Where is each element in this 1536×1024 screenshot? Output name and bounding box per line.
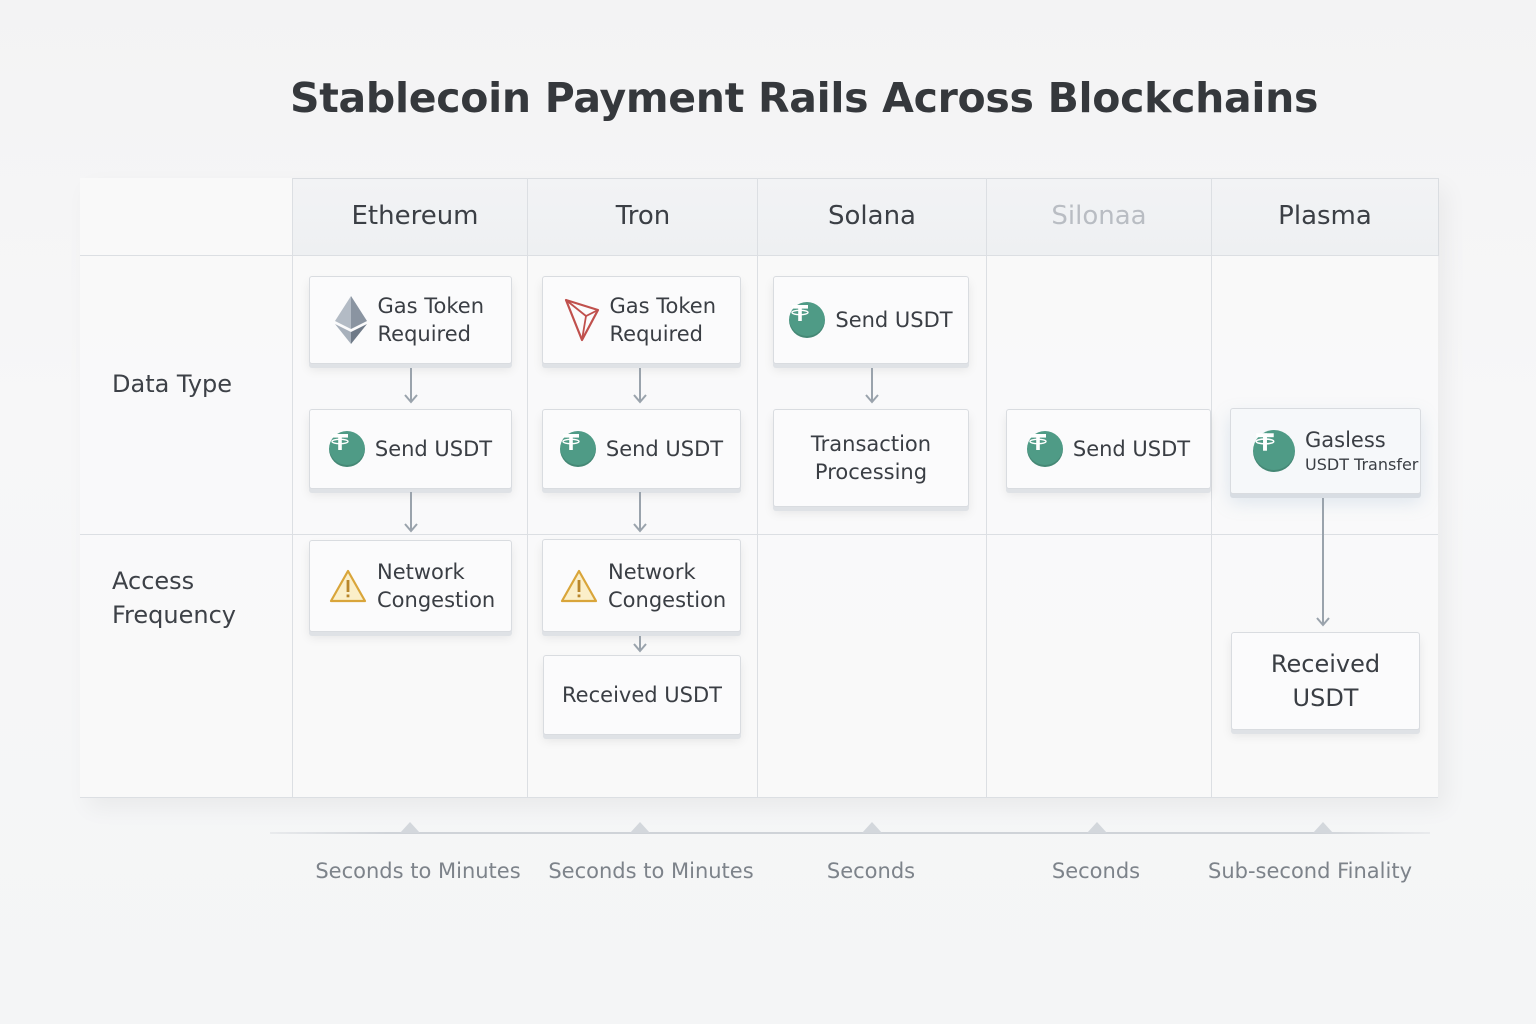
silonaa-send-usdt-card: Send USDT	[1006, 409, 1211, 489]
grid-line	[80, 255, 1438, 256]
grid-line	[292, 178, 293, 798]
solana-send-usdt-card: Send USDT	[773, 276, 969, 364]
ethereum-gas-token-card: Gas Token Required	[309, 276, 512, 364]
column-header-ethereum: Ethereum	[351, 201, 479, 231]
plasma-received-usdt-label: Received USDT	[1270, 650, 1381, 712]
flow-arrow	[633, 492, 647, 534]
warning-triangle-icon	[329, 569, 367, 603]
timeline-axis	[270, 832, 1430, 834]
tron-gas-token-label: Gas Token Required	[609, 294, 717, 346]
ethereum-network-congestion-label: Network Congestion	[377, 560, 496, 612]
tether-icon	[559, 431, 596, 467]
flow-arrow	[404, 368, 418, 404]
timing-label-tron: Seconds to Minutes	[548, 859, 754, 883]
tron-received-usdt-card: Received USDT	[543, 655, 741, 735]
solana-send-usdt-label: Send USDT	[835, 308, 953, 332]
flow-arrow	[633, 636, 647, 654]
timing-label-plasma: Sub-second Finality	[1207, 859, 1412, 883]
ethereum-network-congestion-card: Network Congestion	[309, 540, 512, 632]
plasma-gasless-subtitle: USDT Transfer	[1305, 455, 1419, 474]
grid-line	[80, 797, 1438, 798]
solana-transaction-processing-label: Transaction Processing	[810, 432, 932, 484]
tron-received-usdt-label: Received USDT	[562, 683, 722, 707]
timing-label-solana: Seconds	[826, 859, 916, 883]
ethereum-send-usdt-card: Send USDT	[309, 409, 512, 489]
solana-transaction-processing-card: Transaction Processing	[773, 409, 969, 507]
timeline-tick	[630, 822, 650, 833]
ethereum-gas-token-label: Gas Token Required	[377, 294, 485, 346]
timing-label-silonaa: Seconds	[1051, 859, 1141, 883]
page-title: Stablecoin Payment Rails Across Blockcha…	[290, 74, 1319, 122]
tron-gas-token-card: Gas Token Required	[542, 276, 741, 364]
grid-line	[527, 178, 528, 798]
ethereum-diamond-icon	[334, 296, 367, 344]
tether-icon	[789, 302, 826, 338]
grid-line	[986, 178, 987, 798]
plasma-gasless-text: Gasless USDT Transfer	[1305, 426, 1418, 476]
timeline-tick	[400, 822, 420, 833]
column-header-plasma: Plasma	[1278, 201, 1372, 231]
tether-icon	[1253, 430, 1295, 472]
flow-arrow	[404, 492, 418, 534]
timeline-tick	[862, 822, 882, 833]
column-header-tron: Tron	[615, 201, 671, 231]
plasma-gasless-transfer-card: Gasless USDT Transfer	[1230, 408, 1421, 494]
silonaa-send-usdt-label: Send USDT	[1072, 437, 1191, 461]
tron-logo-icon	[564, 298, 599, 342]
plasma-gasless-title: Gasless	[1305, 428, 1386, 452]
plasma-received-usdt-card: Received USDT	[1231, 632, 1420, 730]
tether-icon	[1026, 431, 1063, 467]
warning-triangle-icon	[560, 569, 598, 602]
timeline-tick	[1087, 822, 1107, 833]
timeline-tick	[1313, 822, 1333, 833]
tether-icon	[328, 431, 365, 467]
column-header-band	[292, 178, 1439, 256]
tron-send-usdt-label: Send USDT	[605, 437, 724, 461]
tron-send-usdt-card: Send USDT	[542, 409, 741, 489]
tron-network-congestion-card: Network Congestion	[542, 539, 741, 632]
grid-line	[757, 178, 758, 798]
row-label-data-type: Data Type	[112, 370, 233, 398]
grid-line	[80, 534, 1438, 535]
ethereum-send-usdt-label: Send USDT	[374, 437, 493, 461]
timing-label-ethereum: Seconds to Minutes	[315, 859, 521, 883]
row-label-access-frequency: Access Frequency	[112, 567, 236, 629]
flow-arrow	[1316, 498, 1330, 628]
tron-network-congestion-label: Network Congestion	[608, 559, 727, 612]
grid-line	[1211, 178, 1212, 798]
column-header-solana: Solana	[828, 201, 916, 231]
column-header-silonaa: Silonaa	[1051, 201, 1147, 231]
flow-arrow	[865, 368, 879, 404]
flow-arrow	[633, 368, 647, 404]
